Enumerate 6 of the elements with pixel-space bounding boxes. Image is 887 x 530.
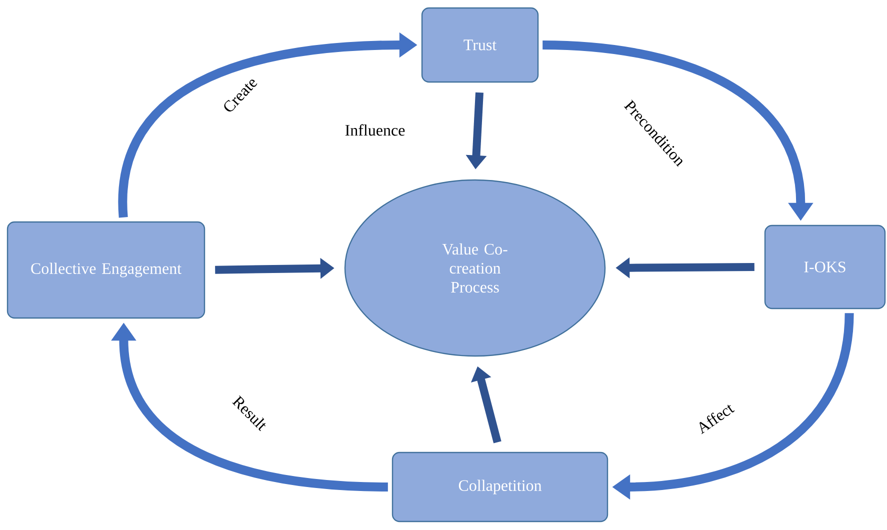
process-box: Collective Engagement [6, 221, 206, 319]
edge-label: Influence [344, 123, 406, 137]
process-box: Trust [421, 7, 539, 83]
process-box: Collapetition [392, 452, 608, 522]
ellipse-node: Value Co-creation Process [344, 179, 606, 357]
process-box: I-OKS [764, 224, 886, 310]
